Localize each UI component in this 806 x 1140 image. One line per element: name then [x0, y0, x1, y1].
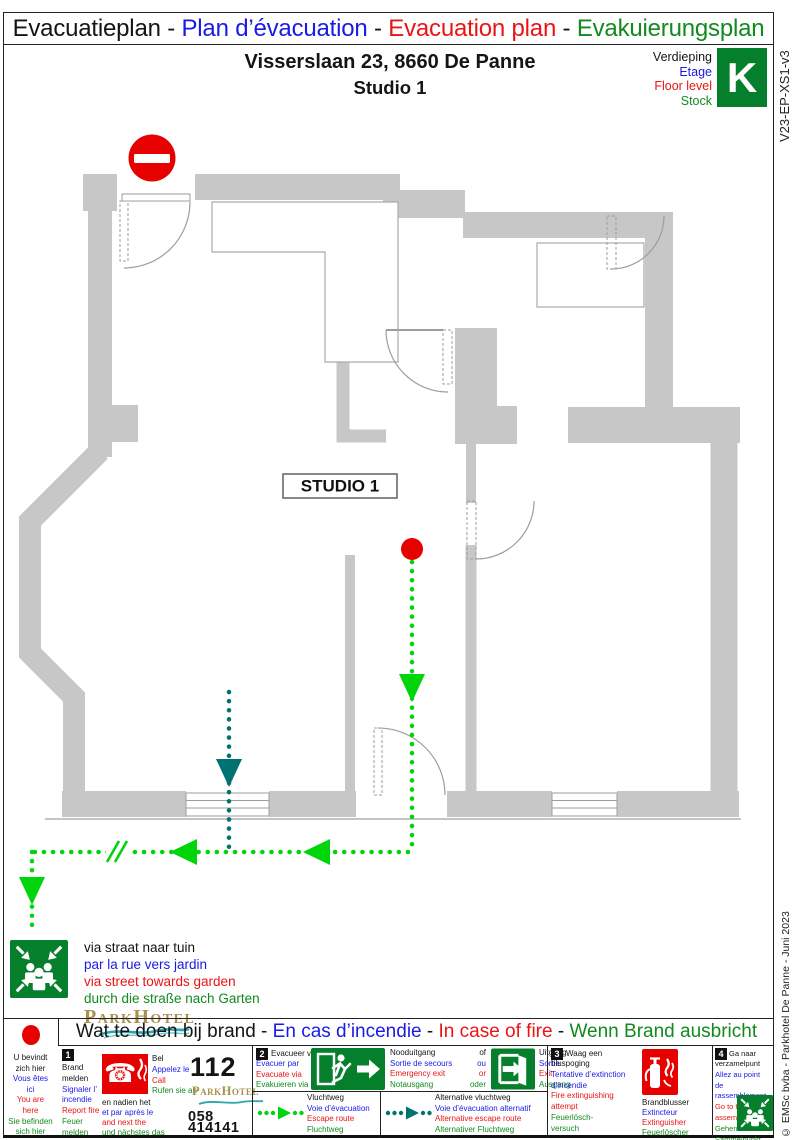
legend-bottom-border — [3, 1135, 774, 1138]
fire-extinguisher-icon — [642, 1049, 678, 1099]
address: Visserslaan 23, 8660 De Panne — [244, 51, 536, 73]
step-3-badge: 3 — [551, 1048, 563, 1060]
room-label: STUDIO 1 — [301, 477, 379, 496]
legend-subdivider — [253, 1091, 547, 1092]
legend-top-border — [3, 1018, 774, 1019]
wall-lines — [19, 174, 739, 817]
copyright-credit: © EMSc bvba - Parkhotel De Panne - Juni … — [780, 911, 792, 1138]
floor-labels: Verdieping Etage Floor level Stock — [652, 50, 712, 108]
no-entry-icon — [128, 134, 176, 182]
floor-plan: STUDIO 1 — [19, 134, 741, 934]
escape-route-arrow-icon — [257, 1106, 304, 1120]
emergency-number: 112 — [190, 1052, 237, 1082]
phone-icon: ☎ — [104, 1058, 137, 1088]
report-fire-phone-icon: ☎ — [102, 1054, 148, 1094]
room-label-box: STUDIO 1 — [282, 473, 398, 499]
route-break-mark — [105, 840, 129, 863]
legend-step-3: 3 Waag een bluspoging Tentative d’extinc… — [547, 1046, 712, 1138]
title-de: Evakuierungsplan — [576, 14, 765, 42]
legend-step-2: 2 Evacueer via Evacuer par Evacuate via … — [252, 1046, 571, 1138]
step-4-badge: 4 — [715, 1048, 727, 1060]
you-are-here-dot-legend — [21, 1025, 40, 1045]
assembly-route-text: via straat naar tuin par la rue vers jar… — [84, 940, 260, 1006]
alternative-escape-route — [216, 689, 242, 855]
logo-wave-small — [198, 1100, 264, 1105]
window — [185, 792, 618, 817]
hotel-number: 058 414141 — [188, 1109, 240, 1136]
parkhotel-logo: ParkHotel — [84, 1006, 196, 1028]
address-block: Visserslaan 23, 8660 De Panne Studio 1 — [110, 49, 670, 100]
you-are-here-dot — [401, 538, 423, 560]
logo-wave — [98, 1027, 190, 1039]
version-label: V23-EP-XS1-v3 — [777, 50, 792, 142]
you-are-here-cell: U bevindt zich hier Vous êtes ici You ar… — [3, 1018, 58, 1138]
escape-route — [19, 559, 425, 934]
assembly-point-icon-small — [737, 1095, 773, 1135]
legend-step-4: 4 Ga naar verzamelpunt Allez au point de… — [712, 1046, 774, 1140]
step-2-badge: 2 — [256, 1048, 268, 1060]
exit-door-icon — [491, 1048, 535, 1094]
title-nl: Evacuatieplan — [12, 14, 161, 42]
title-en: Evacuation plan — [388, 14, 557, 42]
parkhotel-logo-small: ParkHotel — [192, 1084, 259, 1098]
floor-code-badge: K — [717, 48, 767, 107]
legend-half-divider — [380, 1092, 381, 1138]
counter-outline — [211, 201, 399, 363]
legend-title: Wat te doen bij brand - En cas d’incendi… — [58, 1018, 774, 1046]
bed-outline — [536, 242, 645, 308]
title-fr: Plan d’évacuation — [181, 14, 368, 42]
page-title: Evacuatieplan - Plan d’évacuation - Evac… — [3, 12, 774, 45]
assembly-point-icon — [10, 940, 68, 1003]
unit-name: Studio 1 — [353, 77, 427, 98]
alternative-route-arrow-icon — [385, 1106, 432, 1120]
emergency-exit-icon — [311, 1048, 385, 1094]
doors — [119, 193, 665, 796]
step-1-badge: 1 — [62, 1049, 74, 1061]
legend-step-1: 1 Brand melden Signaler l’ incendie Repo… — [58, 1046, 264, 1138]
